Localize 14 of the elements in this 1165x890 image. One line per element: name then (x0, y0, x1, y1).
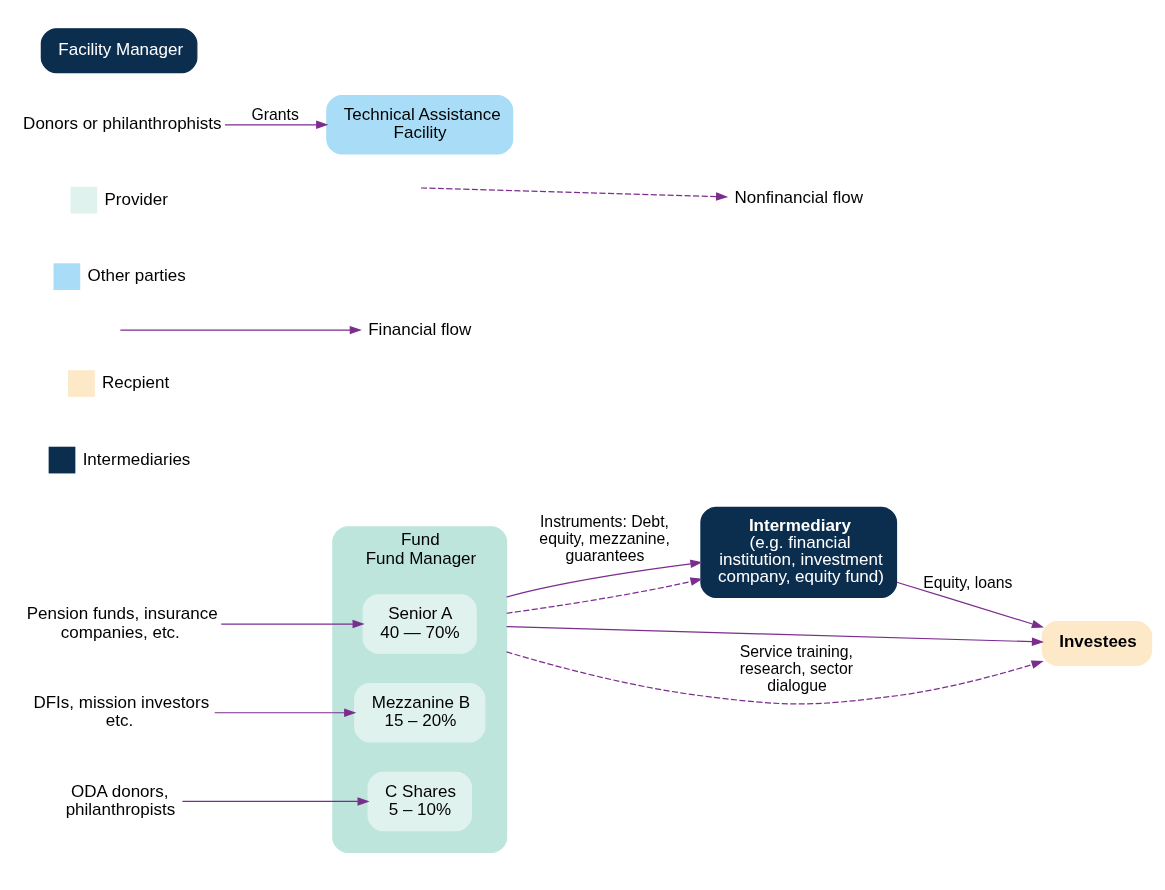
legend-label: Other parties (87, 265, 186, 285)
edge-label: Service training, research, sector dialogue (739, 642, 853, 694)
legend-label: Intermediaries (82, 449, 191, 469)
edge-label: Equity, loans (923, 573, 1013, 591)
legend-label: Provider (104, 189, 168, 209)
node-text: DFIs, mission investors etc. (33, 692, 210, 730)
legend-label: Recpient (102, 372, 170, 392)
edge-label: Instruments: Debt, equity, mezzanine, guarantees (539, 512, 670, 564)
edge-label: Grants (251, 105, 299, 123)
legend-label: Nonfinancial flow (734, 187, 863, 207)
node-text: ODA donors, philanthropists (65, 781, 176, 819)
legend-label: Financial flow (368, 319, 472, 339)
node-text: Pension funds, insurance companies, etc. (26, 603, 218, 642)
node-text: Donors or philanthrophists (23, 113, 222, 133)
